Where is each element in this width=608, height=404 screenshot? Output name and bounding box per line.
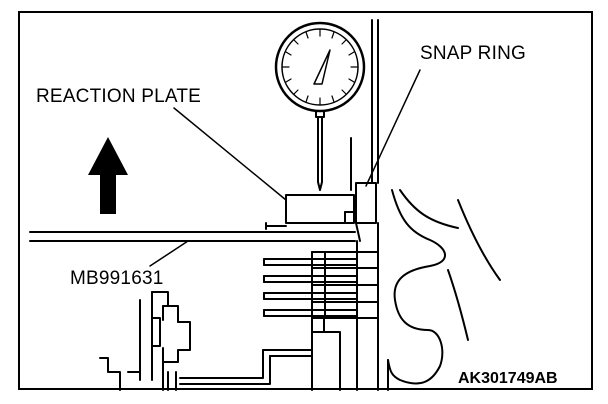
- reaction-plate-label: REACTION PLATE: [36, 86, 202, 107]
- dial-gauge-icon: [274, 21, 366, 191]
- snap-ring-label: SNAP RING: [420, 43, 526, 64]
- tool-label: MB991631: [70, 268, 164, 289]
- figure-code-label: AK301749AB: [458, 370, 558, 388]
- up-arrow-icon: [88, 137, 128, 214]
